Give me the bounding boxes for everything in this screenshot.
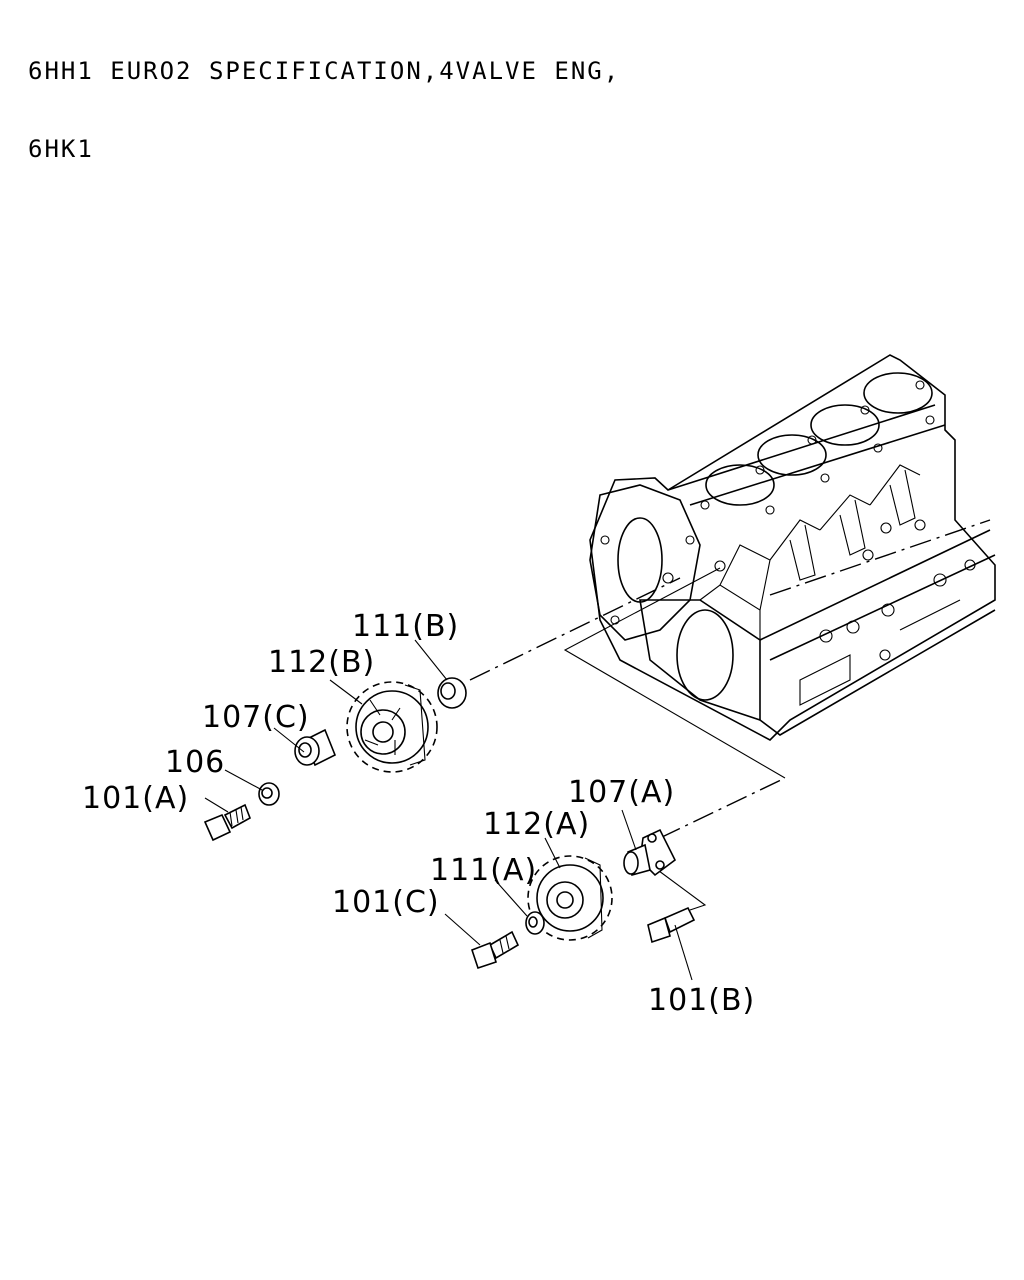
- callout-111b: 111(B): [352, 609, 459, 644]
- callout-107a: 107(A): [568, 775, 675, 810]
- callout-111a: 111(A): [430, 853, 537, 888]
- callout-101b: 101(B): [648, 983, 755, 1018]
- diagram-header: 6HH1 EURO2 SPECIFICATION,4VALVE ENG, 6HK…: [28, 6, 620, 188]
- callout-101a: 101(A): [82, 781, 189, 816]
- part-112b-idler-gear: [346, 681, 438, 773]
- part-111a-washer: [525, 911, 545, 935]
- assembly-centerlines: [469, 567, 786, 911]
- callout-101c: 101(C): [332, 885, 440, 920]
- leader-lines: [204, 639, 693, 981]
- part-106-washer: [258, 782, 280, 806]
- header-line-1: 6HH1 EURO2 SPECIFICATION,4VALVE ENG,: [28, 57, 621, 85]
- part-101a-bolt: [203, 803, 251, 842]
- callout-112a: 112(A): [483, 807, 590, 842]
- part-107a-idler-shaft: [623, 828, 677, 877]
- engine-block: [589, 354, 996, 741]
- part-112a-idler-gear: [527, 855, 613, 941]
- part-101c-bolt: [471, 930, 520, 970]
- part-107c-idler-shaft: [294, 728, 337, 767]
- callout-107c: 107(C): [202, 700, 310, 735]
- part-101b-bolt: [647, 906, 696, 944]
- header-line-2: 6HK1: [28, 135, 94, 163]
- callout-112b: 112(B): [268, 645, 375, 680]
- callout-106: 106: [165, 745, 225, 780]
- part-111b-washer: [437, 677, 467, 709]
